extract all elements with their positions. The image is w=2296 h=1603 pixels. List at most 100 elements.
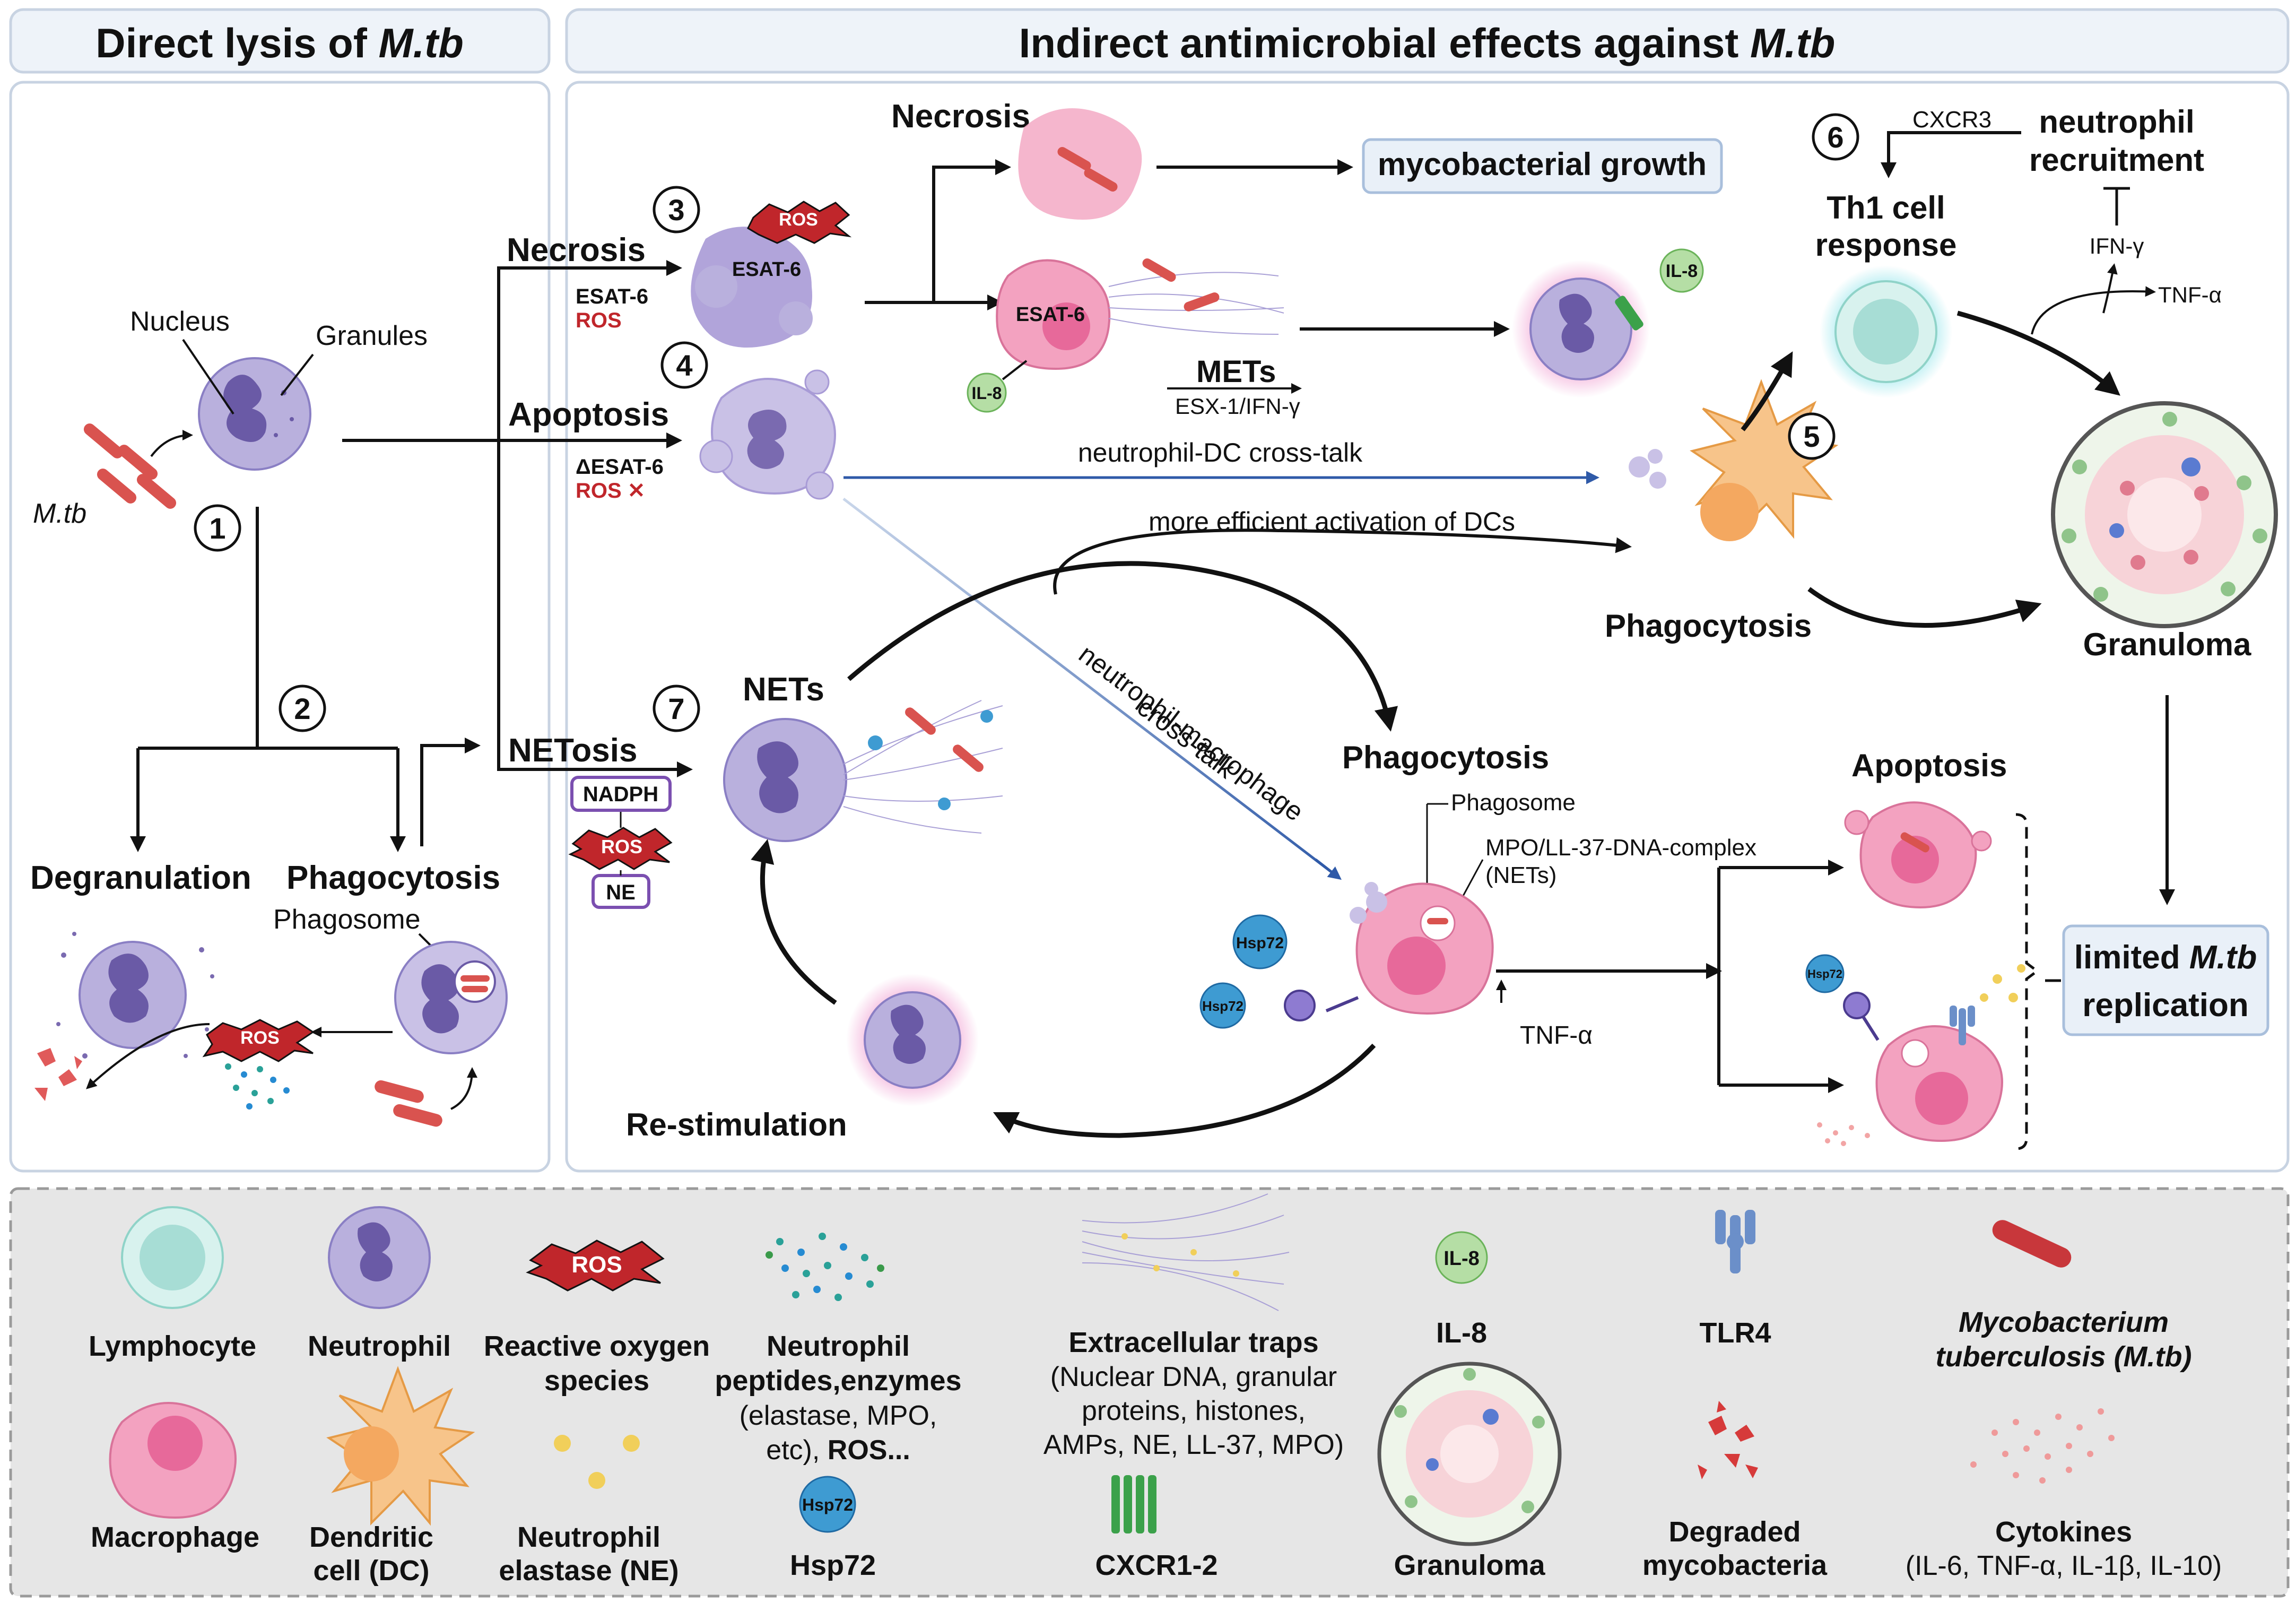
- necrosis-ros-label: ROS: [576, 309, 622, 332]
- legend-traps-label-4: AMPs, NE, LL-37, MPO): [1043, 1429, 1344, 1460]
- svg-text:NE: NE: [606, 881, 636, 904]
- legend-traps-label-1: Extracellular traps: [1068, 1327, 1318, 1358]
- neutrophil-recruitment-1: neutrophil: [2039, 104, 2194, 140]
- legend-dc-label-2: cell (DC): [313, 1555, 429, 1587]
- svg-text:5: 5: [1803, 420, 1820, 453]
- svg-text:3: 3: [668, 193, 684, 227]
- recruited-neutrophil: IL-8: [1512, 248, 1704, 398]
- legend-mtb-icon: [1992, 1220, 2072, 1268]
- step-3: 3: [653, 186, 700, 233]
- tlr4-macrophage: [1817, 964, 2025, 1146]
- legend-peptides-label-1: Neutrophil: [767, 1330, 910, 1362]
- necrosis-label: Necrosis: [507, 232, 646, 268]
- limited-label-2: replication: [2082, 987, 2249, 1024]
- legend-lymphocyte-label: Lymphocyte: [89, 1330, 256, 1362]
- legend-dc-icon: [326, 1366, 475, 1526]
- apoptotic-neutrophil: [699, 369, 836, 500]
- degranulation-label: Degranulation: [30, 860, 251, 896]
- mtb-bacteria-bottom-left: [375, 1080, 442, 1127]
- legend-peptides-icon: [766, 1233, 884, 1301]
- phagosome-left-label: Phagosome: [273, 904, 421, 935]
- granuloma-label: Granuloma: [2083, 627, 2251, 662]
- delta-esat6-label: ΔESAT-6: [576, 455, 664, 479]
- restimulation-label: Re-stimulation: [626, 1107, 847, 1142]
- legend-granuloma-label: Granuloma: [1394, 1549, 1545, 1581]
- legend-traps-label-3: proteins, histones,: [1082, 1396, 1306, 1426]
- legend-cytokines-label-2: (IL-6, TNF-α, IL-1β, IL-10): [1906, 1550, 2222, 1581]
- svg-text:6: 6: [1827, 120, 1843, 154]
- left-panel: [9, 81, 551, 1173]
- legend-mtb-label-1: Mycobacterium: [1959, 1306, 2169, 1338]
- svg-text:Hsp72: Hsp72: [1236, 934, 1284, 952]
- netosis-label: NETosis: [508, 732, 637, 769]
- legend-panel: [9, 1187, 2290, 1598]
- necrotic-ros-text: ROS: [779, 210, 818, 230]
- il8-neut-text: IL-8: [1666, 261, 1698, 281]
- mtb-label: M.tb: [33, 498, 86, 529]
- granules-label: Granules: [316, 320, 428, 351]
- nucleus-label: Nucleus: [130, 306, 230, 337]
- svg-text:NADPH: NADPH: [583, 783, 658, 806]
- macrophage-esat6-text: ESAT-6: [1016, 304, 1085, 326]
- nets-label: NETs: [743, 671, 824, 708]
- nadph-box: NADPH: [570, 776, 672, 812]
- apoptosis-mac-label: Apoptosis: [1851, 748, 2007, 783]
- svg-text:IL-8: IL-8: [1443, 1247, 1480, 1270]
- result-bracket: [2015, 813, 2040, 1150]
- svg-text:Indirect antimicrobial effects: Indirect antimicrobial effects against M…: [1019, 20, 1836, 66]
- svg-text:etc), ROS...: etc), ROS...: [766, 1435, 910, 1466]
- legend-ros-label-1: Reactive oxygen: [484, 1330, 710, 1362]
- granuloma-main: [2051, 401, 2278, 628]
- legend: Lymphocyte Neutrophil ROS Reactive oxyge…: [89, 1193, 2222, 1587]
- step-4: 4: [660, 341, 708, 389]
- necrosis-esat6-label: ESAT-6: [576, 285, 648, 308]
- svg-text:limited M.tb: limited M.tb: [2074, 939, 2257, 976]
- left-header-text: Direct lysis of: [95, 20, 378, 66]
- esat6-macrophage: ESAT-6: [996, 258, 1284, 370]
- ros-left-text: ROS: [240, 1028, 280, 1048]
- legend-degraded-label-2: mycobacteria: [1642, 1549, 1828, 1581]
- degranulating-neutrophil: [56, 932, 214, 1059]
- step-1: 1: [194, 504, 241, 552]
- hsp72-small: Hsp72: [1199, 982, 1246, 1029]
- svg-text:1: 1: [209, 512, 225, 545]
- legend-macrophage-icon: [109, 1402, 237, 1519]
- legend-hsp72-label: Hsp72: [790, 1549, 876, 1581]
- legend-mtb-label-2: tuberculosis (M.tb): [1936, 1341, 2192, 1373]
- th1-label-1: Th1 cell: [1827, 190, 1945, 226]
- mtb-bacteria-group: [83, 423, 177, 509]
- phagocytosis-dc-label: Phagocytosis: [1605, 608, 1812, 644]
- mpo-label-2: (NETs): [1485, 862, 1556, 888]
- limited-label-em: M.tb: [2189, 939, 2257, 976]
- legend-degraded-icon: [1698, 1401, 1758, 1479]
- right-header-text: Indirect antimicrobial effects against: [1019, 20, 1750, 66]
- step-7: 7: [653, 684, 700, 732]
- legend-cxcr-icon: [1111, 1475, 1156, 1533]
- legend-macrophage-label: Macrophage: [91, 1521, 259, 1553]
- neutrophil-phagosome-left: [394, 941, 508, 1054]
- apoptotic-macrophage: [1844, 801, 1992, 909]
- neutrophil-recruitment-2: recruitment: [2029, 142, 2204, 178]
- svg-text:ROS: ROS: [601, 836, 642, 857]
- svg-text:Hsp72: Hsp72: [802, 1495, 853, 1514]
- main-branch-arrows: [342, 260, 693, 777]
- step-2: 2: [279, 684, 326, 732]
- legend-peptides-label-4b: ROS...: [828, 1435, 910, 1466]
- limited-label-1: limited: [2074, 939, 2189, 976]
- svg-text:Direct lysis of M.tb: Direct lysis of M.tb: [95, 20, 463, 66]
- legend-degraded-label-1: Degraded: [1668, 1516, 1801, 1548]
- legend-tlr4-label: TLR4: [1700, 1317, 1771, 1349]
- step-6: 6: [1812, 113, 1859, 161]
- legend-hsp72-icon: Hsp72: [799, 1476, 856, 1533]
- necrotic-esat6-text: ESAT-6: [732, 258, 801, 281]
- tnf-up-label: TNF-α: [1520, 1021, 1593, 1050]
- th1-label-2: response: [1815, 227, 1957, 263]
- legend-traps-label-2: (Nuclear DNA, granular: [1050, 1362, 1337, 1392]
- neutrophil-main: [198, 357, 311, 471]
- legend-ne-icon: [554, 1435, 640, 1489]
- legend-granuloma-icon: [1377, 1362, 1562, 1546]
- limited-replication-box: limited M.tb replication: [2062, 924, 2269, 1036]
- legend-neutrophil-icon: [328, 1206, 431, 1309]
- legend-ros-icon: ROS: [526, 1240, 665, 1292]
